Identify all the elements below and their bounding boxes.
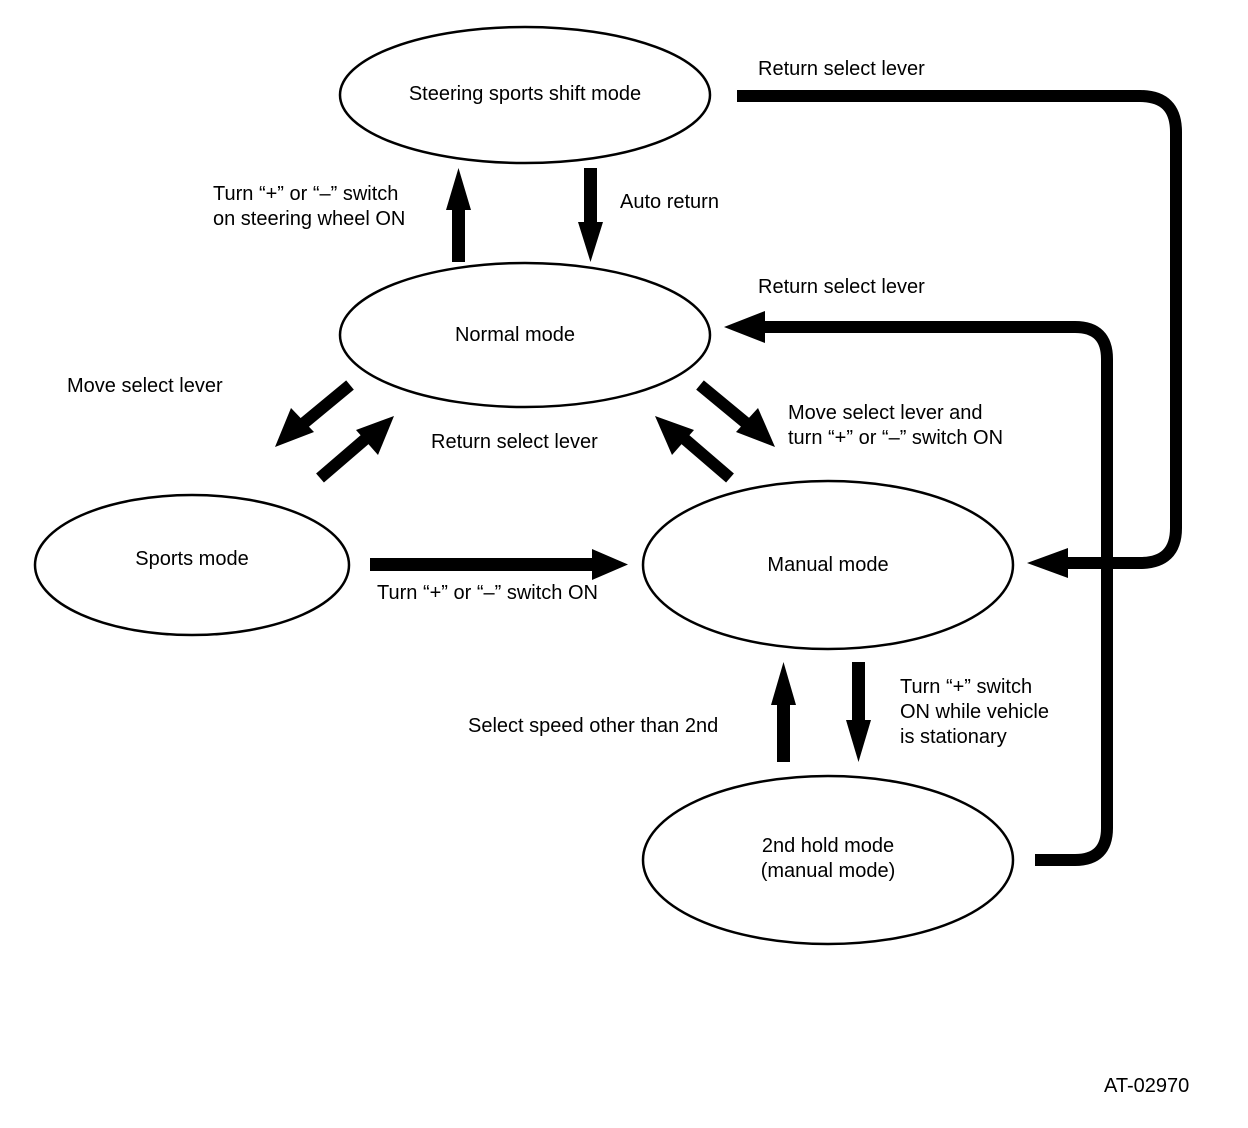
edge-label-2nd-hold-to-normal: Return select lever bbox=[758, 276, 925, 298]
edge-label-steering-to-normal: Auto return bbox=[620, 191, 719, 213]
edge-label-normal-to-sports: Move select lever bbox=[67, 375, 223, 397]
edge-label-sports-to-manual: Turn “+” or “–” switch ON bbox=[377, 582, 598, 604]
arrow-steering-to-normal bbox=[578, 168, 603, 262]
figure-id: AT-02970 bbox=[1104, 1075, 1190, 1097]
arrow-steering-to-manual bbox=[737, 90, 1182, 578]
node-manual-mode bbox=[641, 479, 1015, 651]
node-2nd-hold-mode bbox=[641, 774, 1015, 946]
arrow-normal-to-sports bbox=[275, 380, 354, 447]
node-steering-sports-shift-mode bbox=[338, 25, 712, 165]
node-normal-mode bbox=[338, 261, 712, 409]
edge-label-manual-to-2nd-hold: Turn “+” switch ON while vehicle is stat… bbox=[900, 676, 1049, 748]
node-sports-mode bbox=[33, 493, 351, 637]
node-label-steering: Steering sports shift mode bbox=[408, 83, 642, 105]
edge-label-steering-to-manual: Return select lever bbox=[758, 58, 925, 80]
edge-label-2nd-hold-to-manual: Select speed other than 2nd bbox=[468, 715, 719, 737]
edge-label-normal-to-manual: Move select lever and turn “+” or “–” sw… bbox=[788, 402, 1004, 449]
node-label-sports: Sports mode bbox=[135, 548, 249, 570]
arrow-2nd-hold-to-manual bbox=[771, 662, 796, 762]
edge-label-normal-to-steering: Turn “+” or “–” switch on steering wheel… bbox=[213, 183, 406, 230]
arrow-sports-to-normal bbox=[316, 416, 394, 483]
arrow-manual-to-normal bbox=[655, 416, 734, 483]
node-label-manual: Manual mode bbox=[767, 554, 889, 576]
edge-label-manual-to-normal: Return select lever bbox=[431, 431, 598, 453]
node-label-2nd-hold: 2nd hold mode (manual mode) bbox=[760, 835, 896, 882]
arrow-normal-to-manual bbox=[696, 380, 775, 447]
arrow-sports-to-manual bbox=[370, 549, 628, 580]
arrow-normal-to-steering bbox=[446, 168, 471, 262]
arrow-manual-to-2nd-hold bbox=[846, 662, 871, 762]
arrow-2nd-hold-to-normal bbox=[724, 311, 1113, 866]
node-label-normal: Normal mode bbox=[454, 324, 576, 346]
